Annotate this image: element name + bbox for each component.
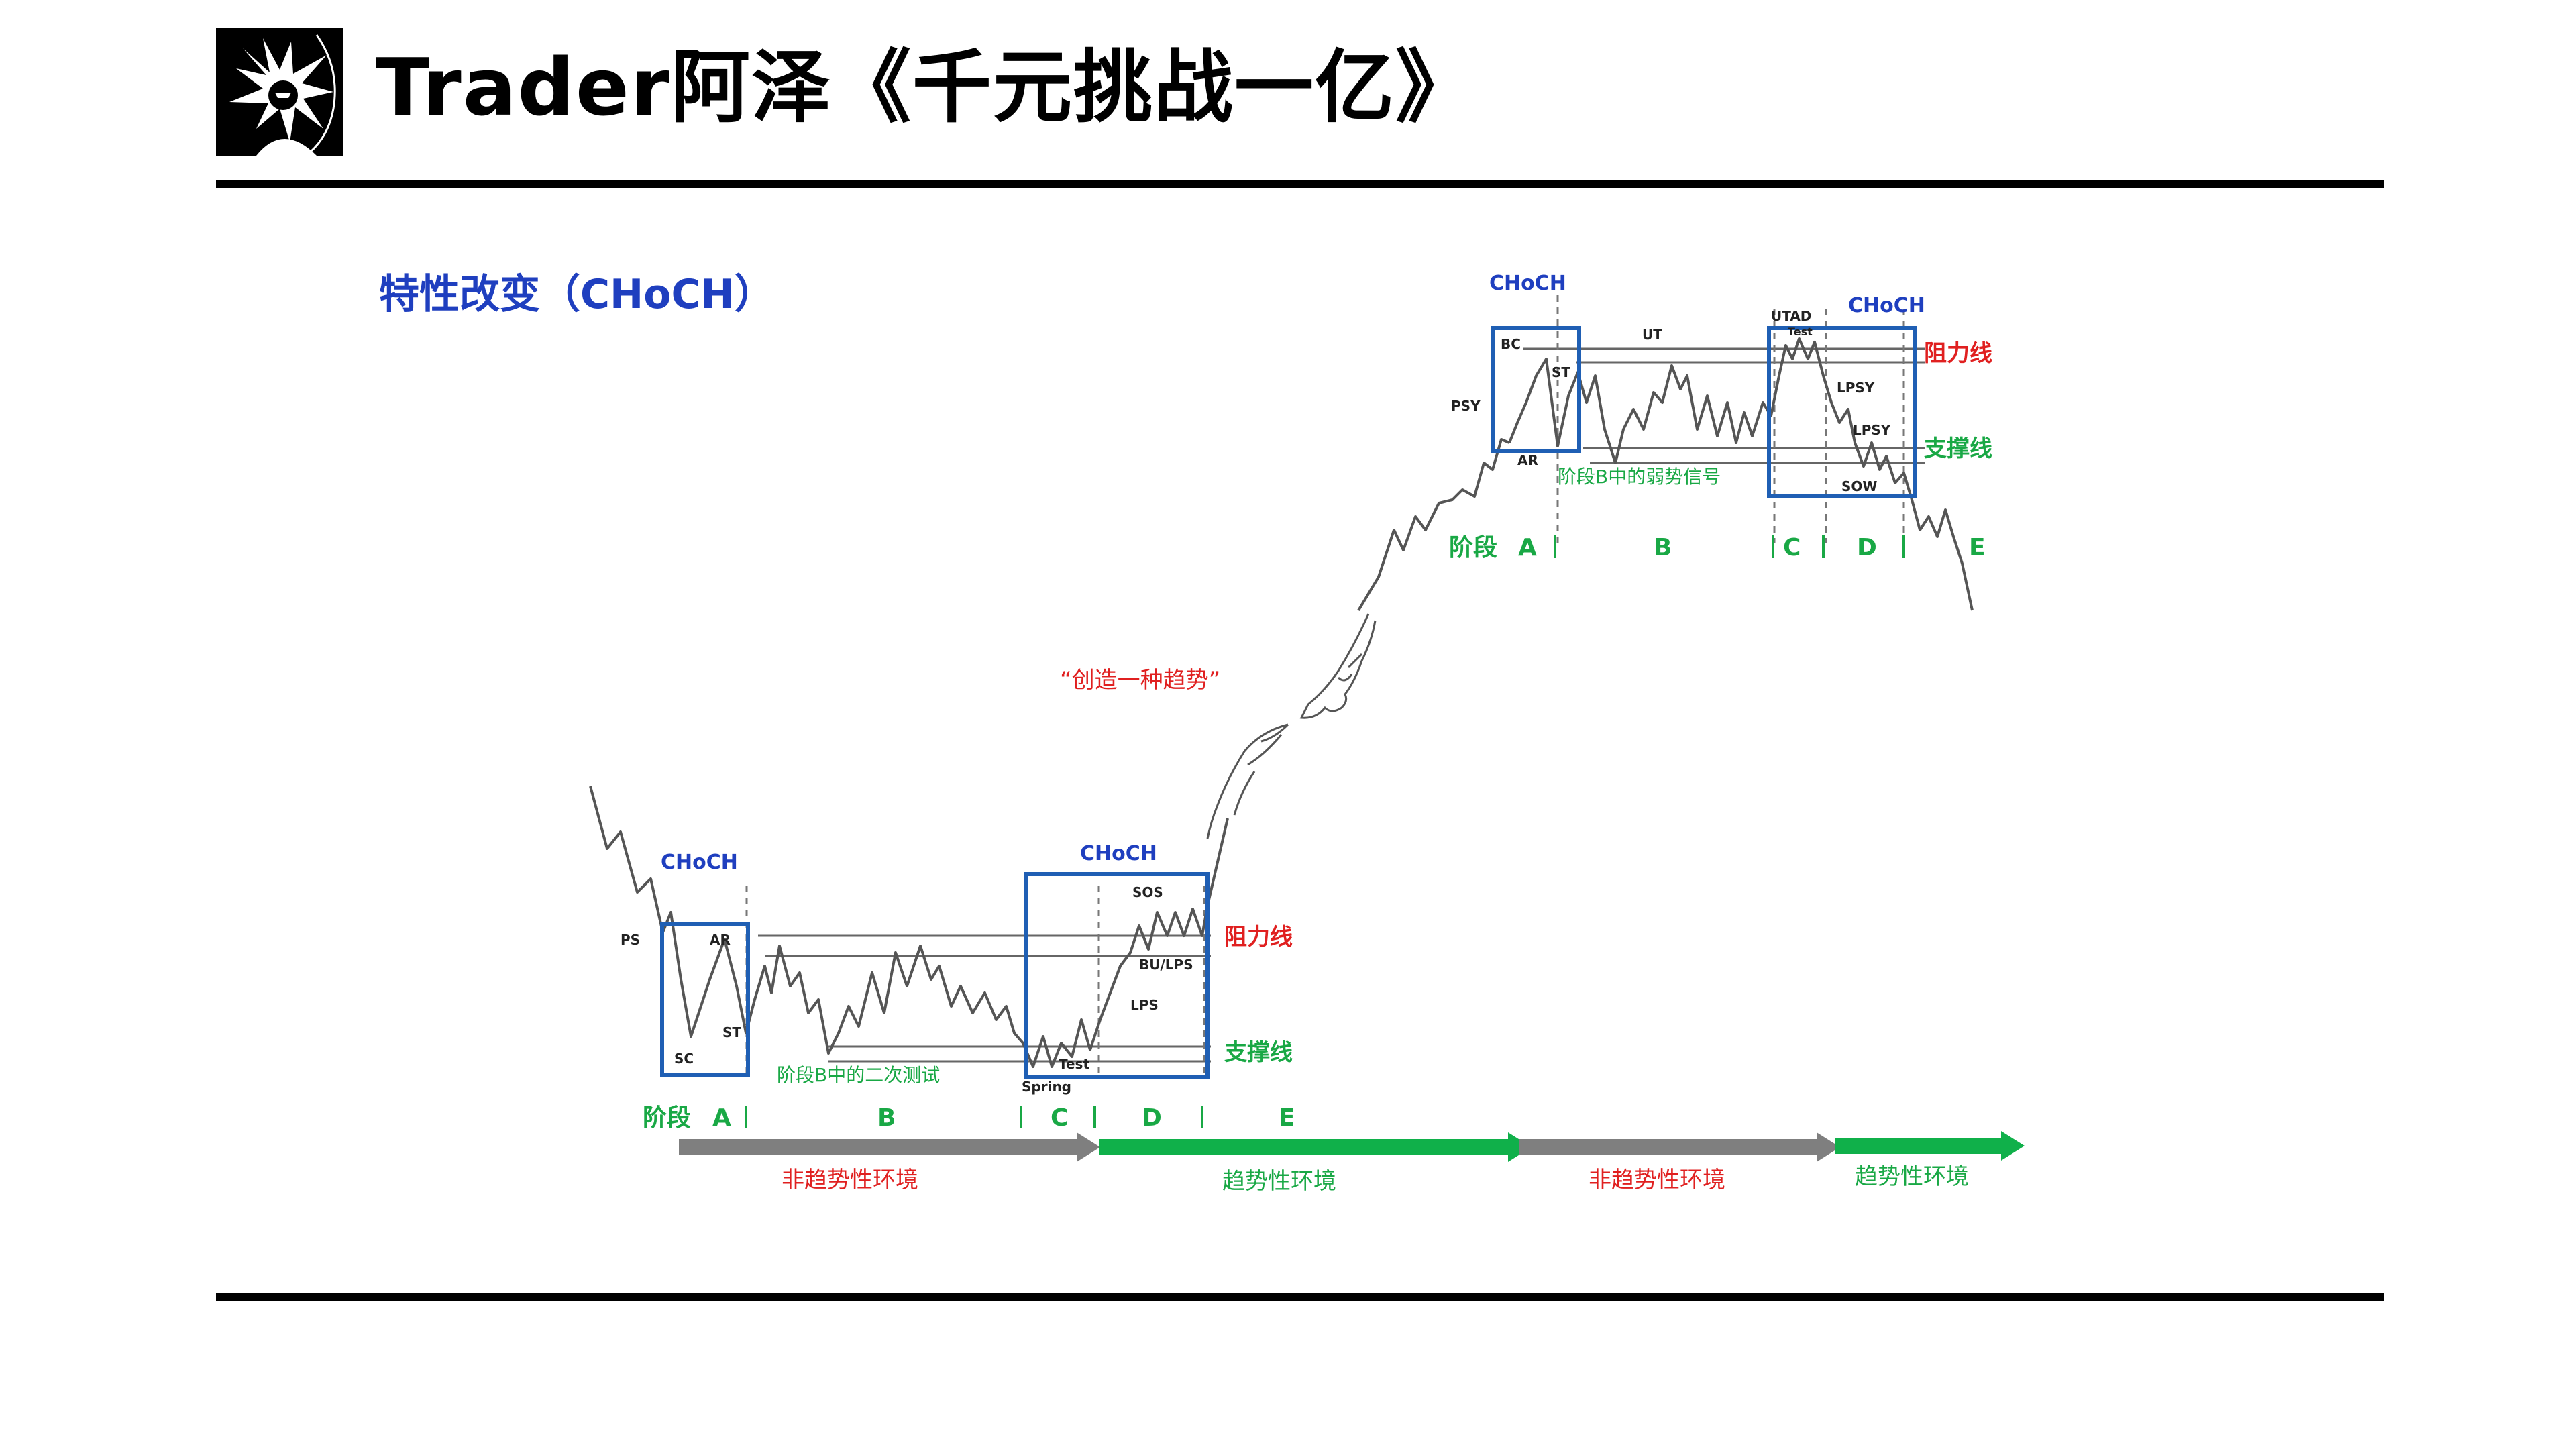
acc-phase-c: C <box>1051 1104 1068 1132</box>
env-arrow-3: 非趋势性环境 <box>1519 1132 1840 1193</box>
slide-heading: 特性改变（CHoCH） <box>379 271 775 318</box>
acc-event-test: Test <box>1059 1056 1089 1072</box>
acc-event-sos: SOS <box>1132 884 1163 900</box>
acc-choch-label-1: CHoCH <box>661 851 738 874</box>
dist-event-utad: UTAD <box>1771 308 1811 324</box>
env-arrow-label-1: 非趋势性环境 <box>782 1167 918 1193</box>
env-arrow-2: 趋势性环境 <box>1099 1132 1532 1195</box>
acc-event-ar: AR <box>710 932 731 948</box>
acc-phase-label: 阶段 <box>643 1104 691 1132</box>
dist-choch-label-2: CHoCH <box>1848 294 1925 317</box>
env-arrow-4: 趋势性环境 <box>1835 1131 2025 1190</box>
dist-event-st: ST <box>1552 364 1570 380</box>
avatar-icon <box>216 28 343 156</box>
dist-phase-label: 阶段 <box>1449 534 1497 561</box>
dist-phase-b-note: 阶段B中的弱势信号 <box>1558 466 1721 488</box>
dist-resistance-label: 阻力线 <box>1924 340 1992 367</box>
acc-event-lps: LPS <box>1130 997 1159 1013</box>
dist-event-ut: UT <box>1642 327 1662 343</box>
dist-choch-box-1 <box>1491 326 1581 453</box>
upper-hand-finger-icon <box>1337 653 1363 682</box>
dist-phase-e: E <box>1969 534 1986 561</box>
upper-hand-icon <box>1299 613 1377 719</box>
header-divider <box>216 180 2384 188</box>
acc-price-line <box>589 786 1229 1068</box>
acc-event-ps: PS <box>621 932 640 948</box>
acc-resistance-label: 阻力线 <box>1224 924 1293 951</box>
markup-note: “创造一种趋势” <box>1060 667 1220 694</box>
dist-choch-label-1: CHoCH <box>1489 272 1566 295</box>
dist-event-lpsy: LPSY <box>1837 380 1875 396</box>
acc-choch-box-2 <box>1024 872 1210 1079</box>
markup-price-line <box>1357 438 1510 612</box>
dist-event-test: Test <box>1788 325 1813 338</box>
dist-phase-a: A <box>1518 534 1537 561</box>
env-arrow-1: 非趋势性环境 <box>679 1132 1100 1193</box>
dist-choch-box-2 <box>1767 326 1917 498</box>
dist-phase-b: B <box>1654 534 1672 561</box>
acc-event-spring: Spring <box>1022 1079 1071 1095</box>
dist-price-line <box>1508 337 1974 611</box>
acc-support-label: 支撑线 <box>1224 1039 1293 1066</box>
dist-event-ar: AR <box>1517 452 1538 468</box>
acc-phase-a: A <box>712 1104 731 1132</box>
acc-phase-d: D <box>1142 1104 1162 1132</box>
dist-event-psy: PSY <box>1451 398 1481 414</box>
acc-phase-b: B <box>877 1104 896 1132</box>
distribution-schematic: CHoCH CHoCH PSY BC AR ST UT UTAD Test LP… <box>1449 272 1992 611</box>
acc-choch-label-2: CHoCH <box>1080 842 1157 865</box>
env-arrow-label-3: 非趋势性环境 <box>1589 1167 1725 1193</box>
accumulation-schematic: CHoCH CHoCH PS SC AR ST Spring Test SOS … <box>589 786 1295 1132</box>
dist-phase-d: D <box>1857 534 1877 561</box>
markup-trend: “创造一种趋势” <box>1060 438 1510 839</box>
dist-event-lpsy-2: LPSY <box>1853 422 1891 438</box>
acc-phase-b-note: 阶段B中的二次测试 <box>777 1064 940 1086</box>
env-arrow-label-4: 趋势性环境 <box>1855 1163 1969 1190</box>
dist-support-label: 支撑线 <box>1924 435 1992 462</box>
trader-avatar-logo <box>216 28 343 156</box>
environment-arrows: 非趋势性环境 趋势性环境 非趋势性环境 趋势性环境 <box>679 1131 2025 1195</box>
acc-choch-box-1 <box>660 922 750 1077</box>
acc-phase-e: E <box>1279 1104 1295 1132</box>
acc-event-st: ST <box>722 1024 741 1040</box>
dist-phase-c: C <box>1783 534 1801 561</box>
dist-event-sow: SOW <box>1841 478 1877 494</box>
acc-event-sc: SC <box>674 1051 694 1067</box>
dist-event-bc: BC <box>1501 336 1521 352</box>
page-title: Trader阿泽《千元挑战一亿》 <box>376 41 1477 133</box>
footer-divider <box>216 1293 2384 1301</box>
lower-hand-icon <box>1206 723 1289 839</box>
acc-event-bu-lps: BU/LPS <box>1139 957 1193 973</box>
env-arrow-label-2: 趋势性环境 <box>1222 1168 1336 1195</box>
